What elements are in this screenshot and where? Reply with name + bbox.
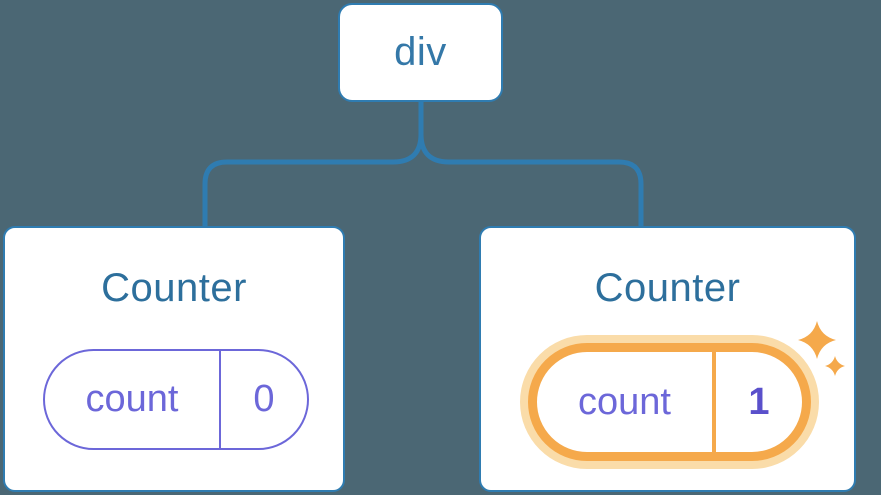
root-node-div: div <box>338 3 503 102</box>
root-node-label: div <box>394 30 447 74</box>
state-value: 0 <box>253 378 275 420</box>
sparkle-small <box>825 356 845 376</box>
state-pill-highlighted: count 1 <box>528 343 811 461</box>
counter-card-left: Counter count 0 <box>3 226 345 492</box>
state-value: 1 <box>748 380 770 423</box>
connector-right-branch <box>418 101 644 228</box>
state-key-label: count <box>578 380 671 423</box>
pill-divider <box>219 351 221 448</box>
card-title: Counter <box>594 266 741 310</box>
state-key-label: count <box>85 378 179 420</box>
sparkle-large <box>798 321 836 359</box>
card-title: Counter <box>101 266 247 310</box>
pill-divider <box>712 352 716 452</box>
state-pill: count 0 <box>43 349 309 450</box>
counter-card-right: Counter count 1 <box>479 226 856 492</box>
sparkle-icon <box>798 321 845 376</box>
connector-left-branch <box>202 101 424 228</box>
